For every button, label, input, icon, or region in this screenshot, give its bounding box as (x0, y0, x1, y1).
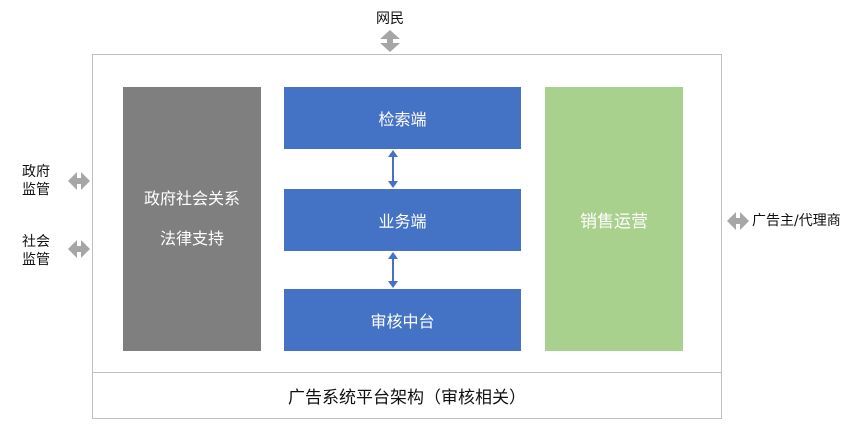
advertiser-arrow-icon (727, 212, 749, 230)
business-end-label: 业务端 (378, 212, 427, 231)
top-double-arrow-icon (380, 30, 400, 52)
search-end-label: 检索端 (378, 110, 427, 129)
business-end-block: 业务端 (284, 189, 521, 251)
gov-supervision-label: 政府 监管 (22, 164, 50, 198)
top-actor-label: 网民 (376, 11, 404, 27)
social-supervision-arrow-icon (68, 240, 90, 258)
sales-operation-block: 销售运营 (545, 87, 683, 351)
advertiser-agency-label: 广告主/代理商 (752, 213, 841, 229)
gov-supervision-arrow-icon (68, 172, 90, 190)
footer-label: 广告系统平台架构（审核相关） (288, 388, 526, 408)
legal-support-label: 法律支持 (159, 229, 224, 248)
social-supervision-label: 社会 监管 (22, 234, 50, 268)
gov-relations-label: 政府社会关系 (143, 189, 240, 208)
business-review-arrow-icon (388, 252, 398, 288)
search-business-arrow-icon (388, 150, 398, 188)
review-platform-block: 审核中台 (284, 289, 521, 351)
platform-architecture-caption: 广告系统平台架构（审核相关） (92, 372, 722, 419)
gov-relations-block: 政府社会关系 法律支持 (123, 87, 261, 351)
search-end-block: 检索端 (284, 87, 521, 149)
review-platform-label: 审核中台 (370, 312, 435, 331)
sales-operation-label: 销售运营 (580, 211, 648, 232)
